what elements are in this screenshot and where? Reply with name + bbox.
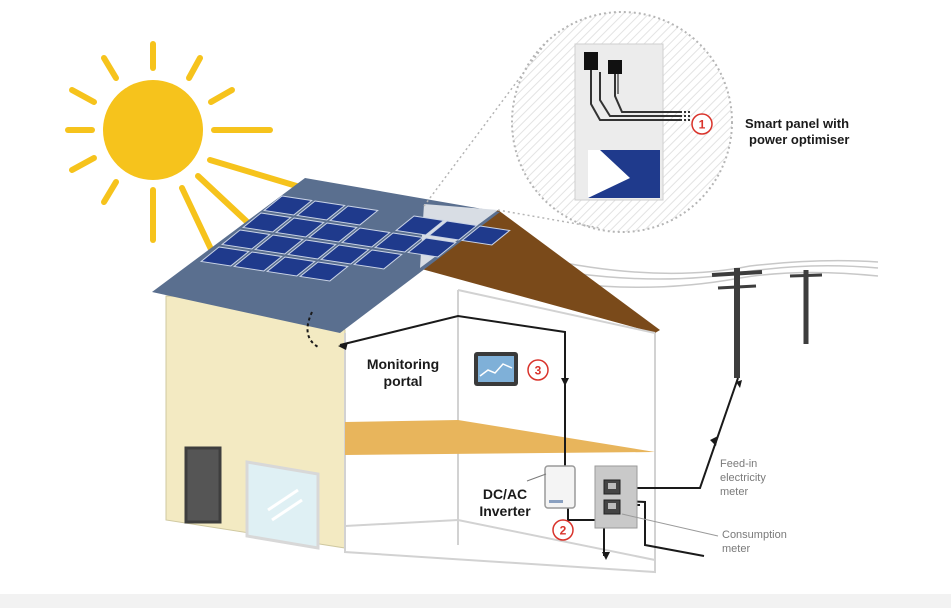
inverter-label: DC/AC [483,486,527,502]
optimiser-box [584,52,690,121]
roof-solar-cell [340,227,391,248]
roof-solar-cell [295,200,346,221]
marker-2: 2 [552,519,574,541]
monitoring-label-2: portal [384,373,423,389]
inverter-device [544,465,576,509]
consumption-meter-label-2: meter [722,543,750,555]
svg-text:1: 1 [699,118,706,132]
marker-1: 1 [691,113,713,135]
roof-solar-cell [394,215,445,236]
svg-text:2: 2 [560,524,567,538]
zoom-callout [423,11,733,233]
roof-solar-cell [427,220,478,241]
roof-solar-cell [352,249,403,270]
roof-solar-cell [319,244,370,265]
roof-solar-cell [373,232,424,253]
monitoring-label: Monitoring [367,356,439,372]
feedin-meter-label-2: electricity [720,472,766,484]
wire-arrows [338,342,742,560]
roof-solar-cell [274,217,325,238]
smart-panel-cells [588,150,660,198]
roof-solar-cell [265,256,316,277]
roof-solar-cell [220,229,271,250]
roof-solar-cell [298,261,349,282]
consumption-meter-label: Consumption [722,529,787,541]
utility-pole-far [789,270,823,344]
roof-solar-cell [328,205,379,226]
roof-solar-cell [286,239,337,260]
marker-3: 3 [527,359,549,381]
smart-panel-label: Smart panel with [745,116,849,131]
feedin-meter-label: Feed-in [720,458,757,470]
tablet-icon [474,352,518,386]
smart-panel-label-2: power optimiser [749,132,849,147]
footer-bar [0,594,951,608]
roof-solar-cell [460,225,511,246]
roof-solar-cell [262,195,313,216]
roof-solar-cell [241,212,292,233]
roof-solar-cell [406,237,457,258]
roof-solar-cell [199,246,250,267]
utility-pole-near [711,268,763,378]
window [245,460,320,550]
feedin-meter-label-3: meter [720,486,748,498]
meter-panel [594,465,638,529]
door [184,446,222,524]
solar-panel-array [199,195,511,282]
diagram-canvas: 1 2 3 Smart panel with power optimiser M… [65,11,879,574]
solar-system-diagram: 1 2 3 Smart panel with power optimiser M… [0,0,951,594]
inverter-label-2: Inverter [479,503,531,519]
roof-solar-cell [232,251,283,272]
svg-text:3: 3 [535,364,542,378]
roof-solar-cell [253,234,304,255]
roof-solar-cell [307,222,358,243]
